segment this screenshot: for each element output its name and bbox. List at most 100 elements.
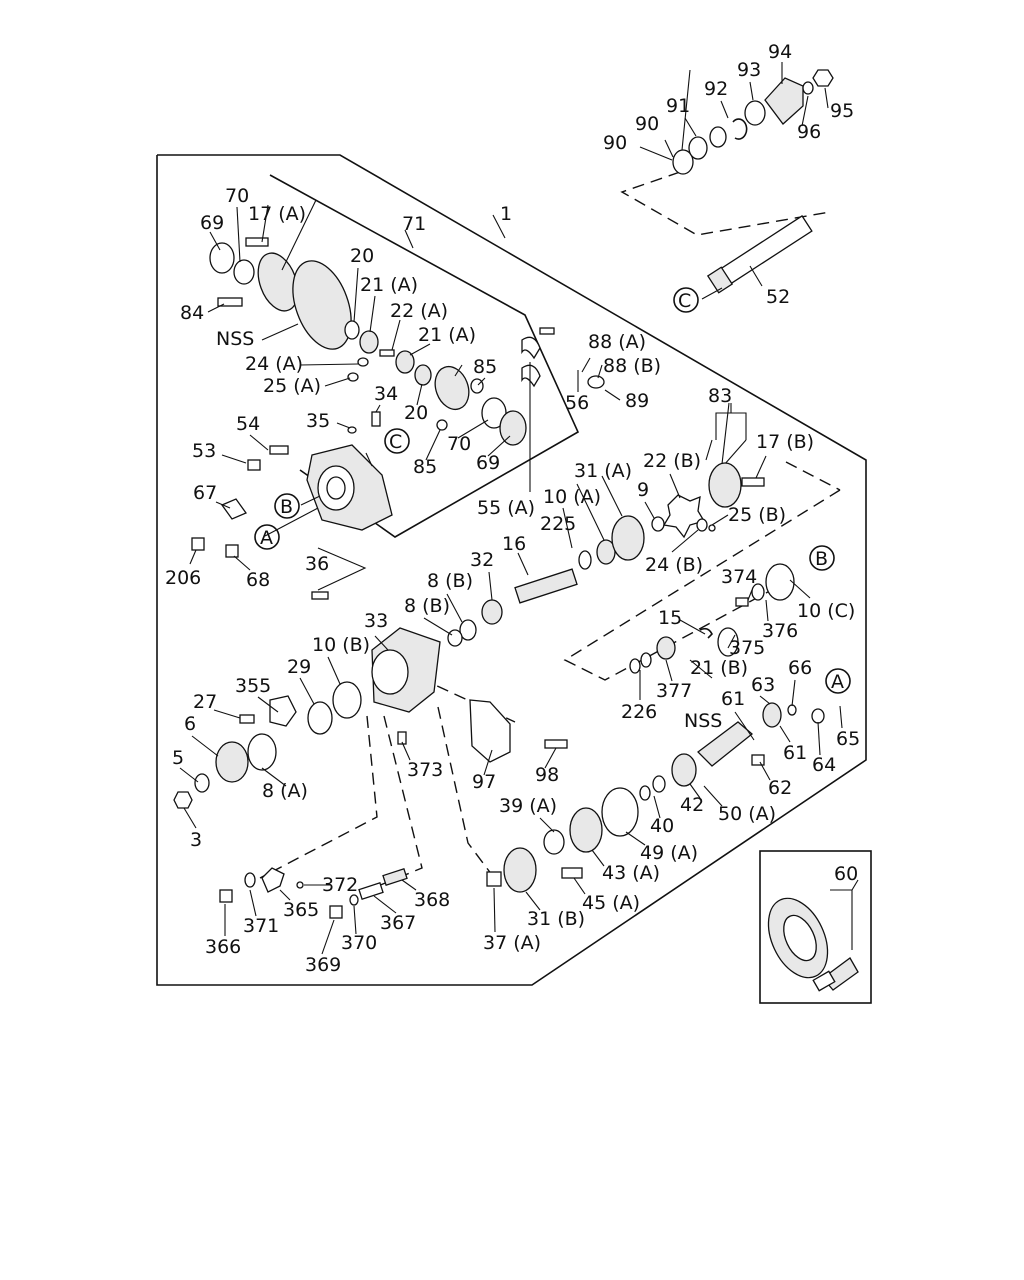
assembly-outline <box>156 154 867 986</box>
label-part-8b-1: 8 (B) <box>427 570 473 592</box>
label-part-63: 63 <box>751 674 775 696</box>
label-part-375: 375 <box>729 637 765 659</box>
label-part-65: 65 <box>836 728 860 750</box>
label-part-17b: 17 (B) <box>756 431 814 453</box>
svg-text:C: C <box>678 290 691 312</box>
svg-text:B: B <box>280 496 293 518</box>
label-part-39a: 39 (A) <box>499 795 557 817</box>
label-part-95: 95 <box>830 100 854 122</box>
label-part-22a: 22 (A) <box>390 300 448 322</box>
label-part-49a: 49 (A) <box>640 842 698 864</box>
label-part-54: 54 <box>236 413 260 435</box>
label-part-61-b: 61 <box>783 742 807 764</box>
label-part-29: 29 <box>287 656 311 678</box>
label-part-31a: 31 (A) <box>574 460 632 482</box>
svg-text:A: A <box>260 527 273 549</box>
label-part-17a: 17 (A) <box>248 203 306 225</box>
label-part-70-b: 70 <box>447 433 471 455</box>
label-part-89: 89 <box>625 390 649 412</box>
label-nss-lower: NSS <box>684 710 722 732</box>
label-part-27: 27 <box>193 691 217 713</box>
label-part-60: 60 <box>834 863 858 885</box>
label-part-97: 97 <box>472 771 496 793</box>
label-part-225: 225 <box>540 513 576 535</box>
label-part-62: 62 <box>768 777 792 799</box>
label-part-83: 83 <box>708 385 732 407</box>
label-part-377: 377 <box>656 680 692 702</box>
label-part-21b: 21 (B) <box>690 657 748 679</box>
label-part-374: 374 <box>721 566 757 588</box>
label-part-22b: 22 (B) <box>643 450 701 472</box>
label-part-8a: 8 (A) <box>262 780 308 802</box>
label-part-370: 370 <box>341 932 377 954</box>
label-part-24a: 24 (A) <box>245 353 303 375</box>
label-part-369: 369 <box>305 954 341 976</box>
label-part-34: 34 <box>374 383 398 405</box>
label-part-6: 6 <box>184 713 196 735</box>
label-part-71: 71 <box>402 213 426 235</box>
label-nss-upper: NSS <box>216 328 254 350</box>
label-part-67: 67 <box>193 482 217 504</box>
label-part-25a: 25 (A) <box>263 375 321 397</box>
callout-c-lower: C <box>673 287 699 313</box>
ring-pinion-inset-box <box>759 850 872 1004</box>
label-part-32: 32 <box>470 549 494 571</box>
label-part-36: 36 <box>305 553 329 575</box>
callout-a-upper: A <box>254 524 280 550</box>
label-part-90-b: 90 <box>603 132 627 154</box>
label-part-85-b: 85 <box>413 456 437 478</box>
label-part-10a: 10 (A) <box>543 486 601 508</box>
callout-c-upper: C <box>384 428 410 454</box>
label-part-98: 98 <box>535 764 559 786</box>
label-part-43a: 43 (A) <box>602 862 660 884</box>
label-part-42: 42 <box>680 794 704 816</box>
part-labels: 1 3 5 6 8 (A) 8 (B) 8 (B) 9 10 (A) 10 (B… <box>165 41 860 976</box>
label-part-56: 56 <box>565 392 589 414</box>
label-part-50a: 50 (A) <box>718 803 776 825</box>
label-part-376: 376 <box>762 620 798 642</box>
label-part-69-a: 69 <box>200 212 224 234</box>
label-part-31b: 31 (B) <box>527 908 585 930</box>
label-part-1: 1 <box>500 203 512 225</box>
label-part-68: 68 <box>246 569 270 591</box>
label-part-64: 64 <box>812 754 836 776</box>
label-part-366: 366 <box>205 936 241 958</box>
label-part-70-a: 70 <box>225 185 249 207</box>
label-part-92: 92 <box>704 78 728 100</box>
label-part-94: 94 <box>768 41 792 63</box>
label-part-33: 33 <box>364 610 388 632</box>
label-part-355: 355 <box>235 675 271 697</box>
label-part-368: 368 <box>414 889 450 911</box>
svg-text:B: B <box>815 548 828 570</box>
leader-lines <box>179 62 859 955</box>
label-part-55a: 55 (A) <box>477 497 535 519</box>
svg-text:C: C <box>389 431 402 453</box>
label-part-21a-1: 21 (A) <box>360 274 418 296</box>
label-part-52: 52 <box>766 286 790 308</box>
label-part-367: 367 <box>380 912 416 934</box>
callout-b-upper: B <box>274 493 300 519</box>
label-part-371: 371 <box>243 915 279 937</box>
svg-text:A: A <box>831 671 844 693</box>
label-part-84: 84 <box>180 302 204 324</box>
label-part-24b: 24 (B) <box>645 554 703 576</box>
label-part-3: 3 <box>190 829 202 851</box>
label-part-96: 96 <box>797 121 821 143</box>
label-part-206: 206 <box>165 567 201 589</box>
callout-b-lower: B <box>809 545 835 571</box>
label-part-15: 15 <box>658 607 682 629</box>
label-part-372: 372 <box>322 874 358 896</box>
label-part-35: 35 <box>306 410 330 432</box>
label-part-85-a: 85 <box>473 356 497 378</box>
label-part-365: 365 <box>283 899 319 921</box>
label-part-8b-2: 8 (B) <box>404 595 450 617</box>
label-part-25b: 25 (B) <box>728 504 786 526</box>
label-part-5: 5 <box>172 747 184 769</box>
label-part-373: 373 <box>407 759 443 781</box>
label-part-21a-2: 21 (A) <box>418 324 476 346</box>
label-part-90-a: 90 <box>635 113 659 135</box>
label-part-10b: 10 (B) <box>312 634 370 656</box>
label-part-66: 66 <box>788 657 812 679</box>
label-part-69-b: 69 <box>476 452 500 474</box>
